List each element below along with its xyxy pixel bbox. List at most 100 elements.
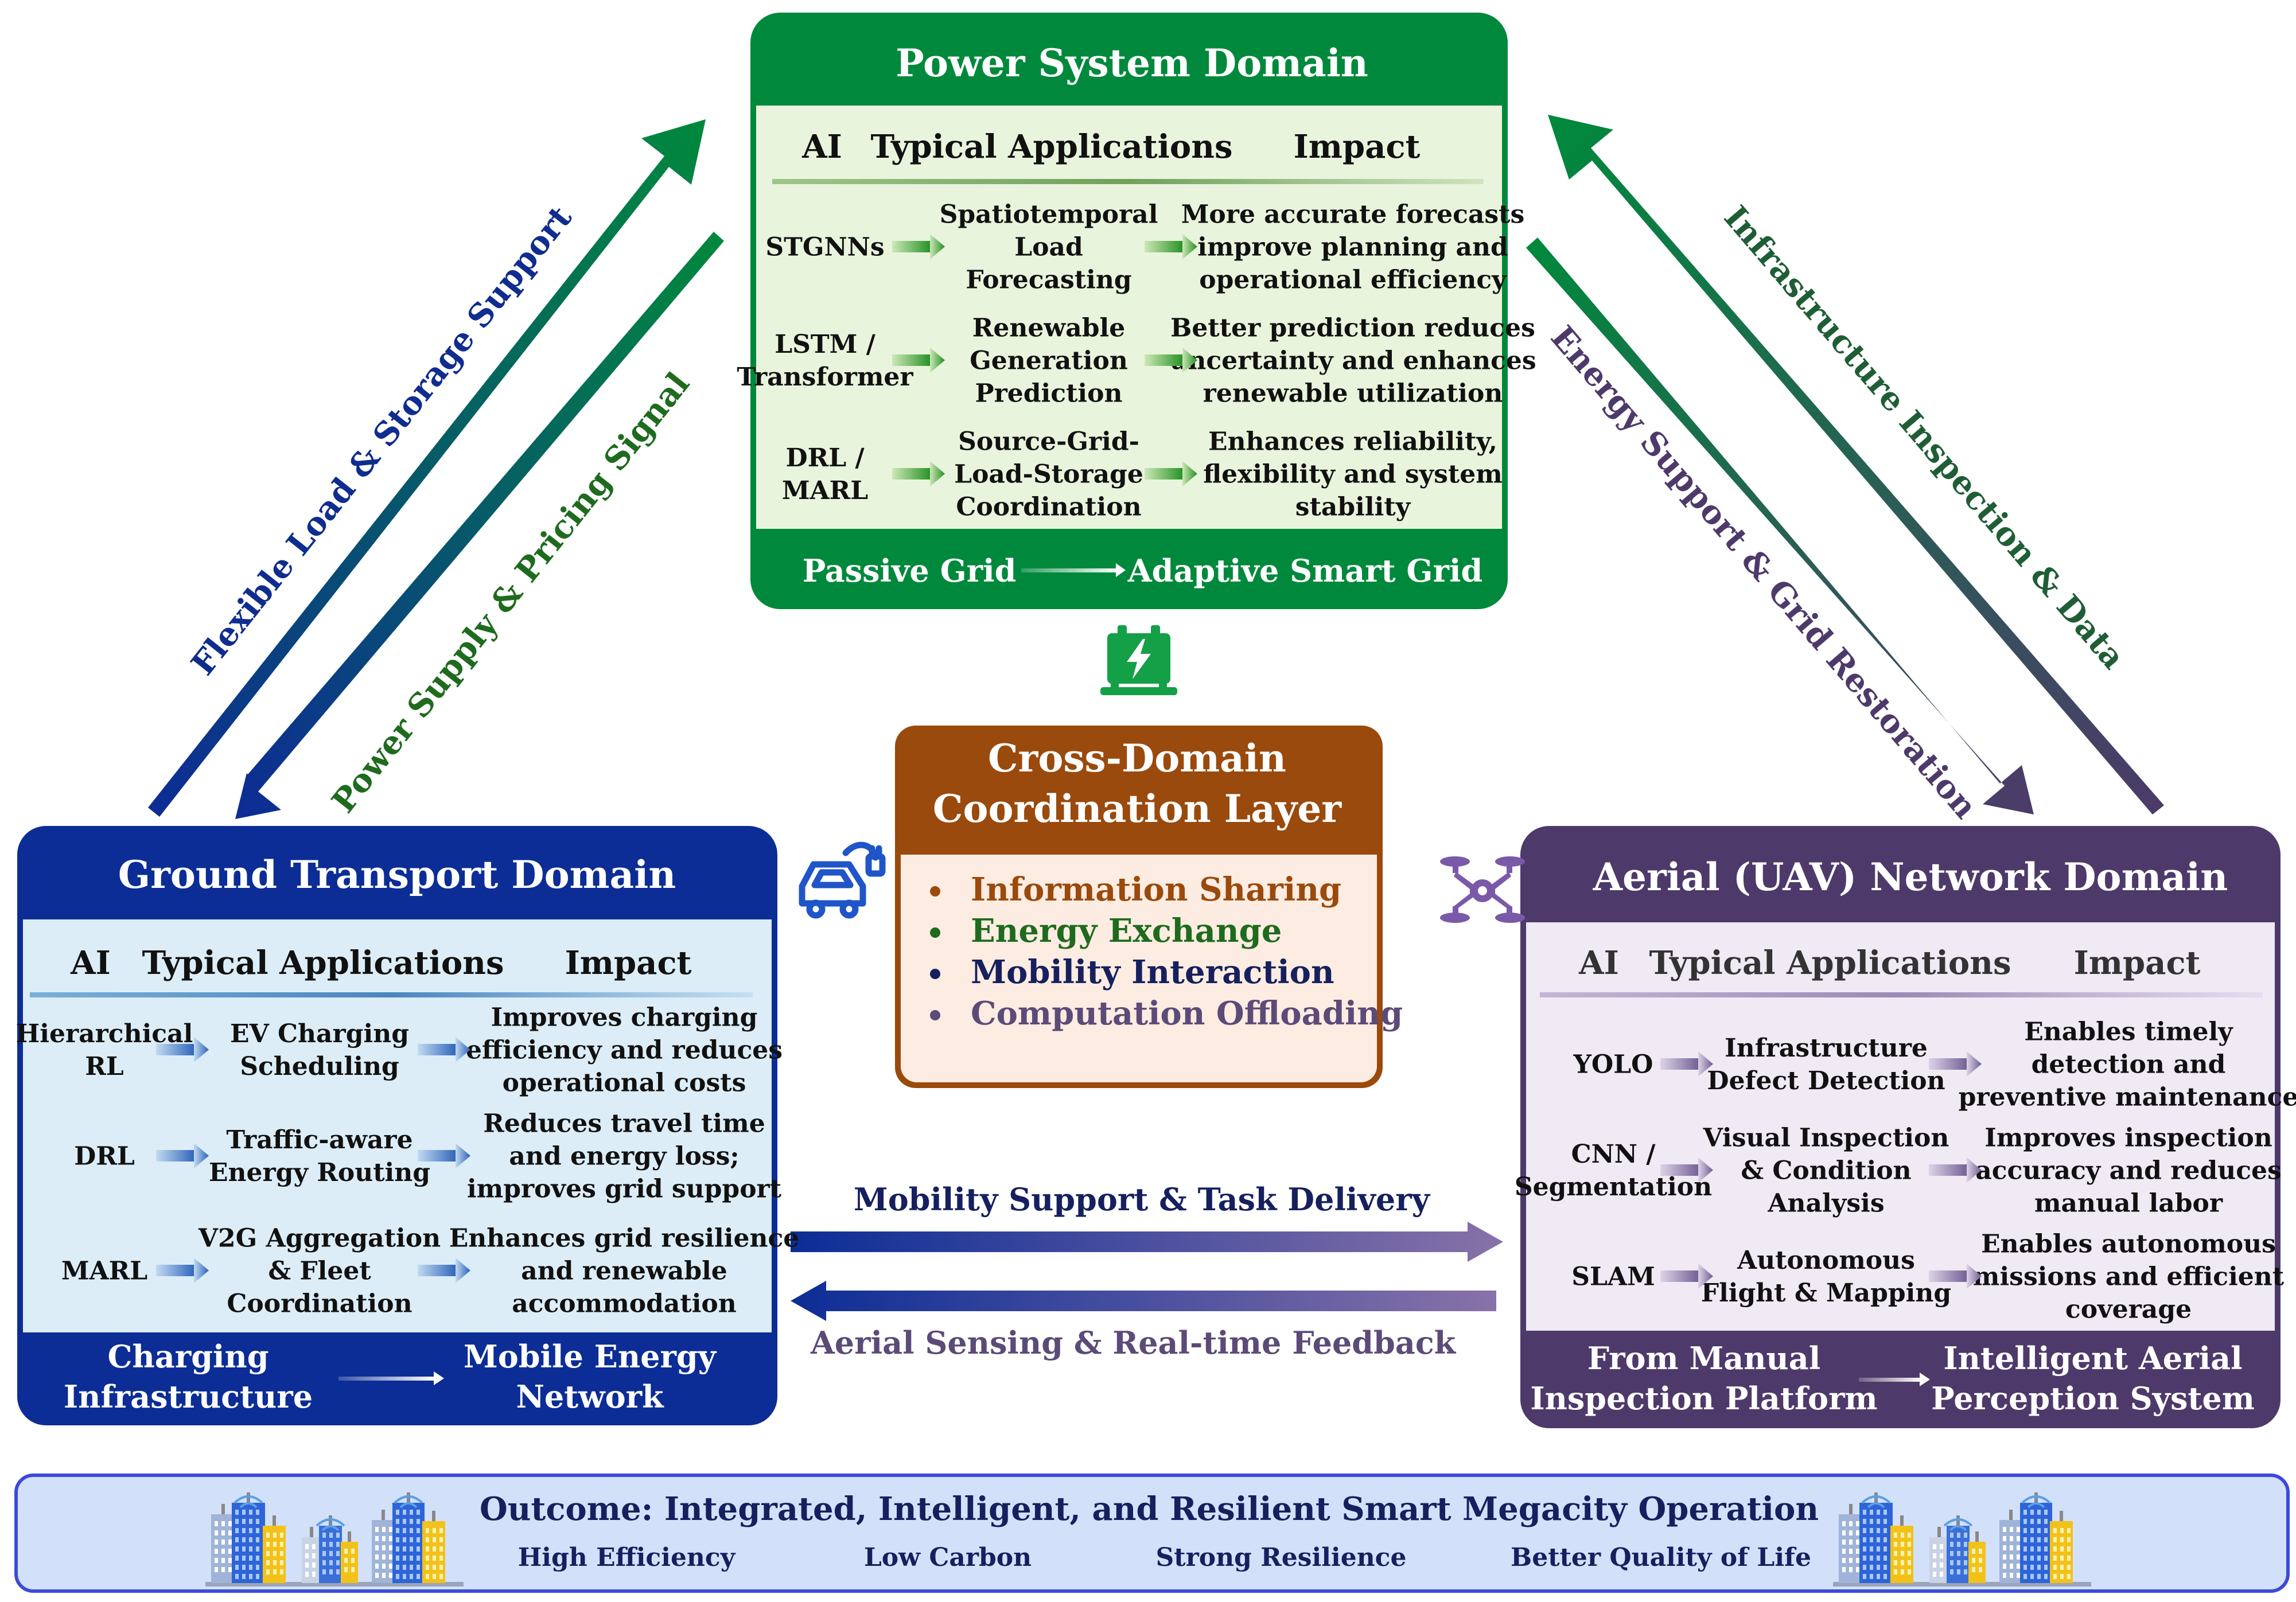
aerial-row-arrow [1660, 1051, 1713, 1077]
ground-row-ai: DRL [74, 1141, 135, 1171]
drone-icon [1440, 856, 1525, 923]
aerial-row-ai: YOLO [1573, 1050, 1653, 1079]
ground-row-impact: efficiency and reduces [466, 1035, 783, 1065]
aerial-header-divider [1540, 992, 2263, 997]
ground-row-impact: improves grid support [467, 1174, 782, 1203]
ground-row-impact: Reduces travel time [483, 1109, 765, 1138]
power-row-impact: improve planning and [1197, 232, 1508, 262]
cross-item-bullet [930, 927, 940, 938]
power-footer-arrow [1021, 568, 1119, 572]
outcome-item-high-efficiency: High Efficiency [518, 1543, 736, 1572]
power-footer-to-text: Adaptive Smart Grid [1127, 552, 1483, 589]
ground-header-apps: Typical Applications [142, 944, 504, 982]
aerial-row-arrow [1929, 1264, 1982, 1289]
outcome-item-quality-of-life: Better Quality of Life [1511, 1543, 1811, 1572]
aerial-row-app: Visual Inspection [1703, 1123, 1949, 1152]
aerial-row-arrow [1929, 1157, 1982, 1183]
power-footer-to: Adaptive Smart Grid [1127, 552, 1483, 589]
cross-item-bullet [930, 969, 940, 979]
ground-row-ai: RL [85, 1052, 124, 1081]
aerial-row-impact: coverage [2065, 1295, 2192, 1324]
power-domain: Power System Domain AI Typical Applicati… [737, 13, 1536, 609]
arrow-energy-support: Energy Support & Grid Restoration [1526, 237, 2034, 826]
aerial-row-arrow [1929, 1051, 1982, 1077]
electric-car-icon [799, 841, 886, 919]
ground-header-divider [30, 992, 753, 997]
ground-row-arrow [156, 1258, 209, 1283]
ground-row-arrow [156, 1143, 209, 1168]
power-domain-title: Power System Domain [896, 41, 1368, 85]
ground-row-impact: Enhances grid resilience [449, 1223, 800, 1253]
ground-footer-arrow [338, 1377, 436, 1381]
aerial-row-app: Flight & Mapping [1701, 1279, 1951, 1308]
city-buildings-icon [205, 1492, 464, 1587]
label-energy-support: Energy Support & Grid Restoration [1543, 318, 1984, 825]
outcome-title: Outcome: Integrated, Intelligent, and Re… [480, 1490, 1819, 1528]
cross-domain-title-line2: Coordination Layer [933, 786, 1342, 831]
power-row-ai: LSTM / [775, 330, 875, 359]
cross-item: Energy Exchange [971, 912, 1282, 950]
ground-row-impact: operational costs [503, 1068, 746, 1097]
aerial-row-app: & Condition [1741, 1156, 1911, 1185]
power-row-app: Prediction [975, 379, 1123, 408]
aerial-domain: Aerial (UAV) Network Domain AI Typical A… [1515, 826, 2296, 1428]
aerial-domain-body [1526, 922, 2275, 1331]
aerial-footer-to-text: Perception System [1931, 1380, 2255, 1417]
power-row-impact: renewable utilization [1203, 379, 1503, 408]
ground-row-app: V2G Aggregation [198, 1223, 441, 1253]
power-row-ai: Transformer [737, 363, 913, 392]
power-row-arrow [1145, 461, 1197, 486]
aerial-domain-title: Aerial (UAV) Network Domain [1593, 855, 2228, 899]
aerial-footer-from-text: Inspection Platform [1530, 1380, 1877, 1417]
label-mobility-support: Mobility Support & Task Delivery [854, 1181, 1431, 1218]
cross-item-bullet [930, 1010, 940, 1020]
ground-row-app: Coordination [227, 1289, 412, 1318]
cross-domain-title-line1: Cross-Domain [988, 736, 1286, 781]
aerial-row-impact: detection and [2032, 1050, 2226, 1079]
power-row-impact: operational efficiency [1199, 265, 1507, 294]
cross-domain-layer: Cross-Domain Coordination Layer Informat… [895, 726, 1403, 1088]
power-row-app: Source-Grid- [958, 427, 1139, 456]
ev-charger-icon [1100, 625, 1177, 695]
aerial-row-impact: Enables autonomous [1981, 1229, 2276, 1258]
aerial-row-impact: missions and efficient [1973, 1262, 2285, 1291]
ground-row-app: EV Charging [230, 1019, 409, 1048]
power-row-impact: Better prediction reduces [1170, 313, 1535, 342]
outcome-frame [14, 1474, 2290, 1593]
aerial-row-impact: Improves inspection [1984, 1123, 2272, 1152]
ground-row-ai: Hierarchical [16, 1019, 193, 1048]
ground-domain-body [23, 919, 772, 1332]
aerial-footer-from-text: From Manual [1587, 1340, 1821, 1377]
cross-item-bullet [930, 886, 940, 897]
power-row-impact: Enhances reliability, [1208, 427, 1497, 456]
aerial-row-arrow [1660, 1157, 1713, 1183]
power-row-arrow [1145, 348, 1197, 373]
aerial-footer-arrow [1859, 1378, 1922, 1382]
cross-item: Computation Offloading [971, 995, 1403, 1032]
power-row-app: Coordination [956, 492, 1141, 521]
ground-row-ai: MARL [61, 1256, 147, 1285]
power-header-divider [772, 179, 1484, 184]
power-row-impact: flexibility and system [1203, 459, 1503, 489]
ground-row-arrow [156, 1037, 209, 1062]
ground-row-impact: accommodation [512, 1289, 737, 1318]
power-row-ai: DRL / [785, 443, 865, 473]
power-header-impact: Impact [1294, 128, 1421, 166]
arrow-aerial-sensing: Aerial Sensing & Real-time Feedback [791, 1281, 1496, 1361]
aerial-row-arrow [1660, 1264, 1713, 1289]
aerial-row-ai: CNN / [1571, 1140, 1656, 1169]
ground-header-impact: Impact [565, 944, 692, 982]
power-row-arrow [1145, 234, 1197, 259]
ground-footer-from-text: Infrastructure [64, 1378, 313, 1415]
ground-row-app: & Fleet [268, 1256, 371, 1285]
power-domain-body [756, 106, 1502, 529]
power-row-app: Renewable [972, 313, 1125, 342]
ground-footer-to-text: Mobile Energy [464, 1338, 717, 1375]
aerial-row-app: Analysis [1767, 1188, 1884, 1218]
